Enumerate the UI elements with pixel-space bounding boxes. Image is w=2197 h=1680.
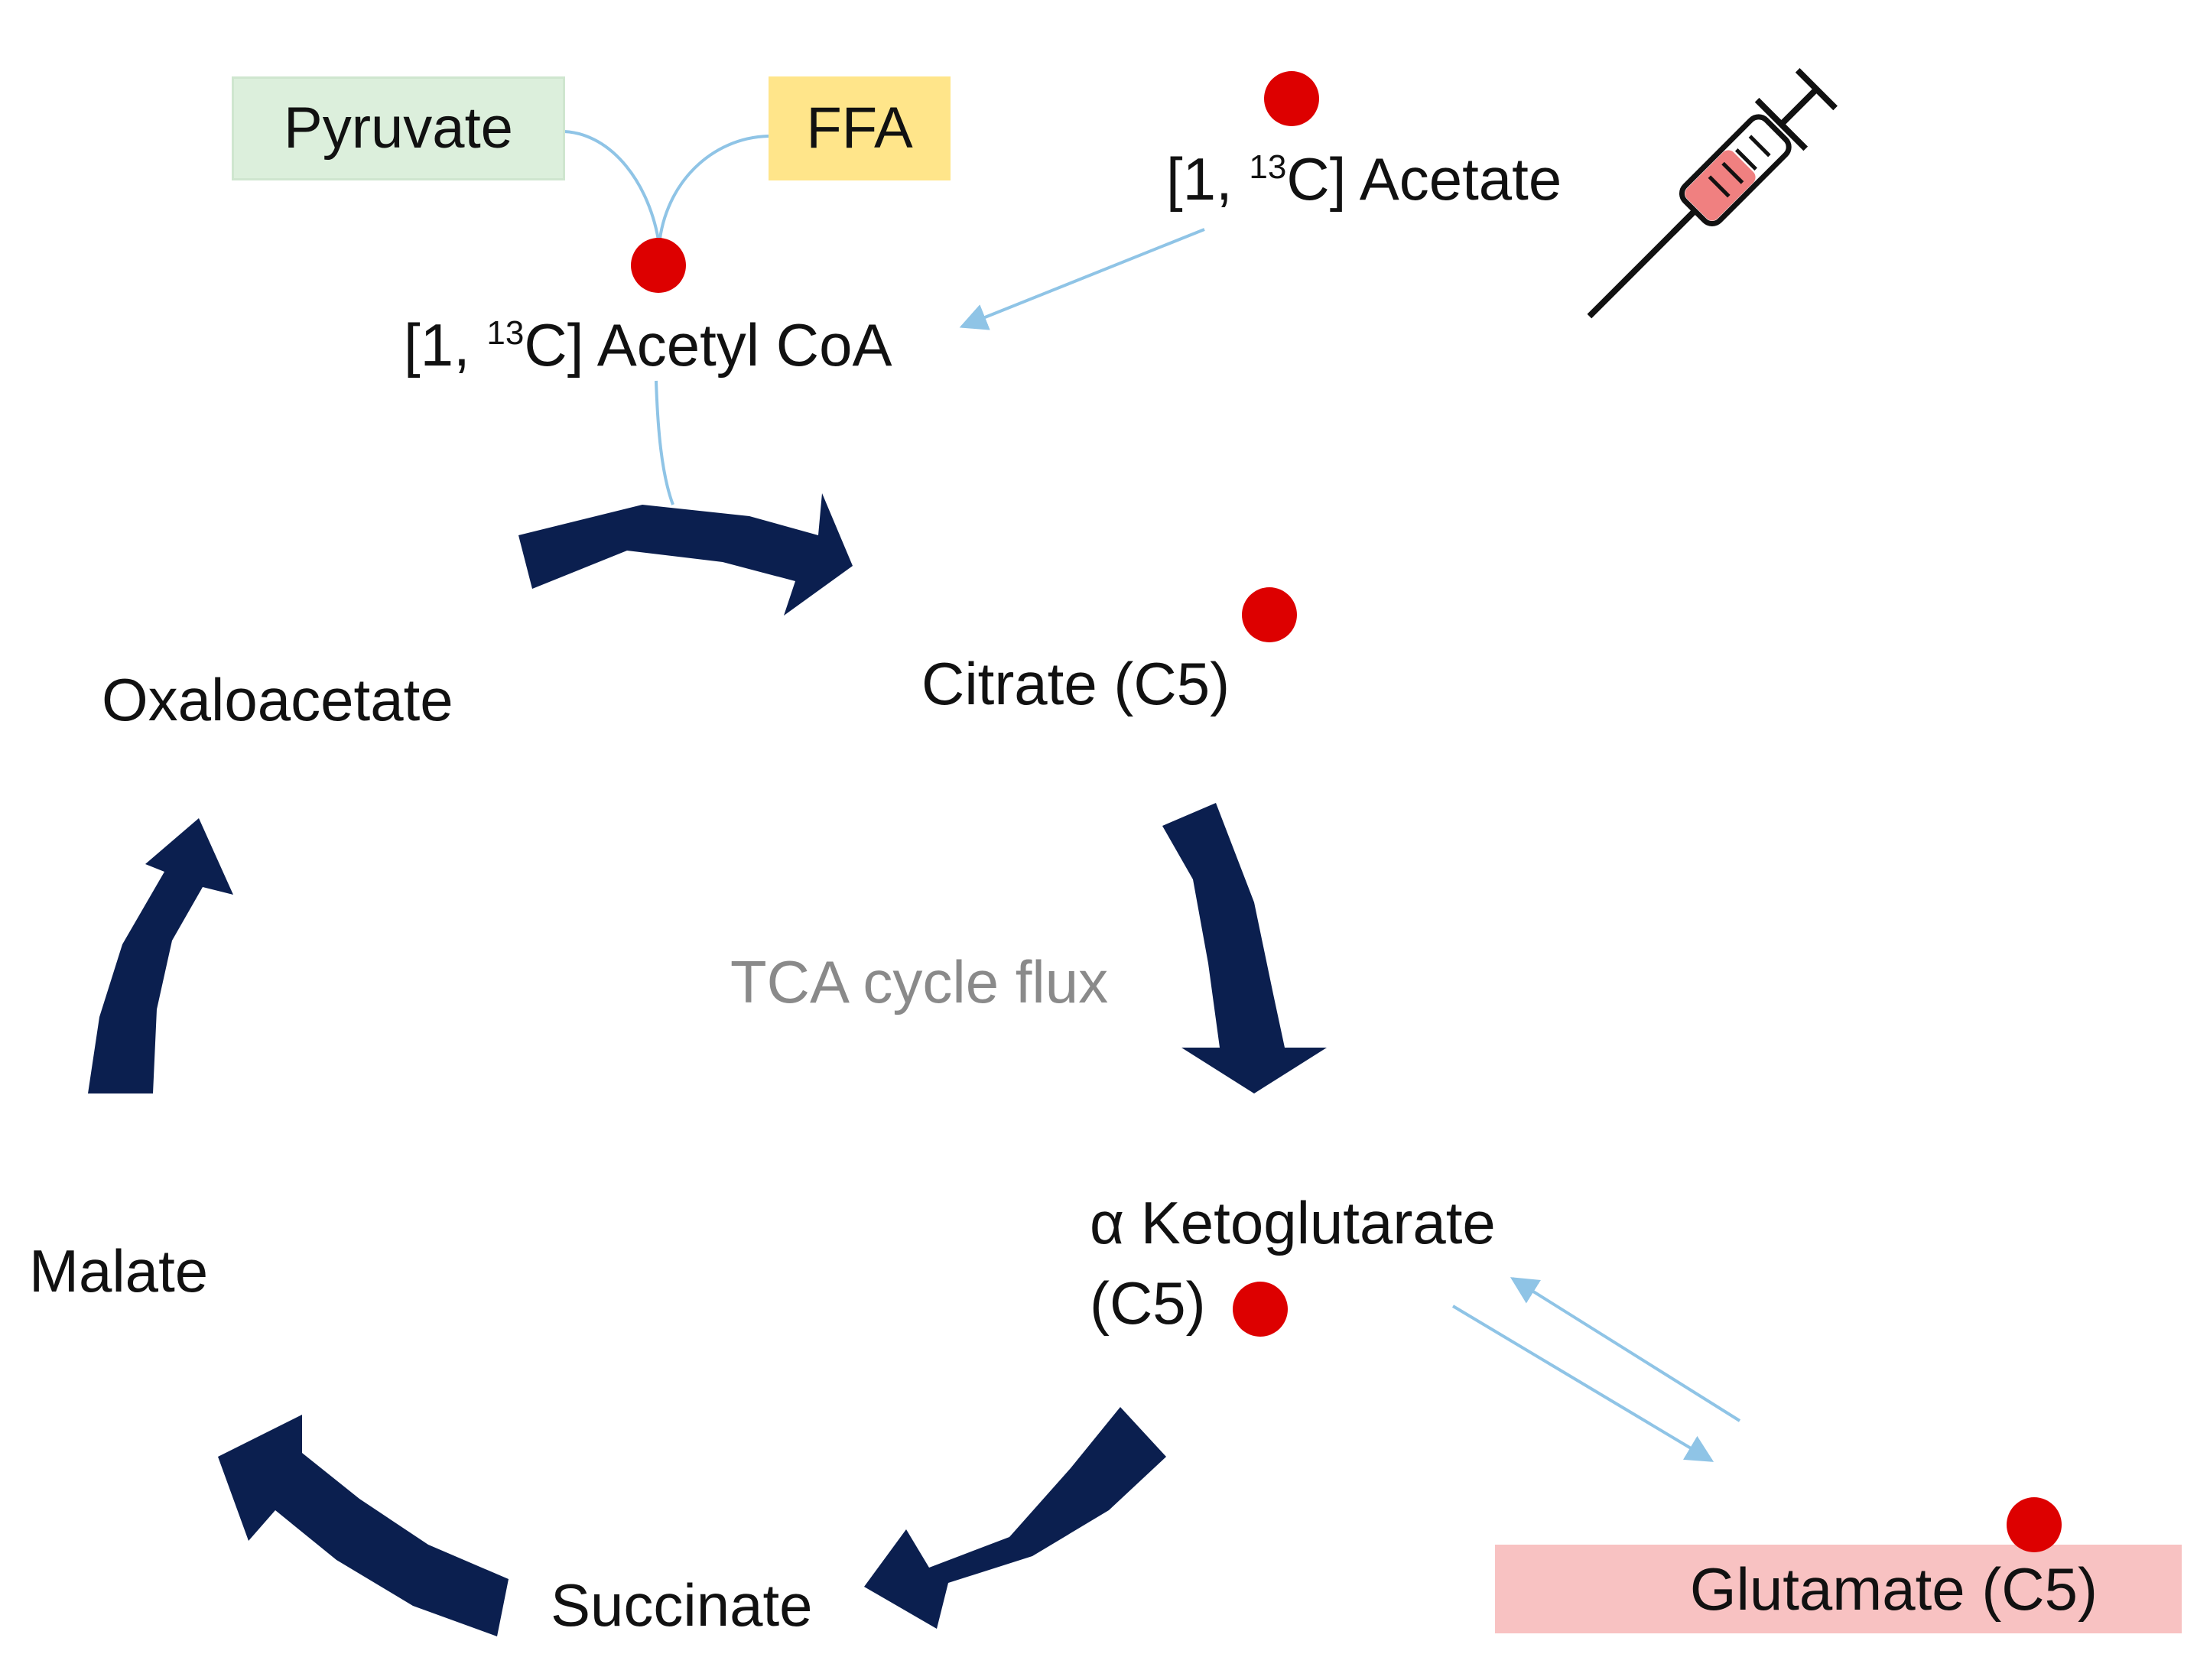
glutamate-box: Glutamate (C5) bbox=[1495, 1545, 2182, 1633]
acetate-label: [1, 13C] Acetate bbox=[1166, 149, 1562, 209]
glutamate-label-dot bbox=[2007, 1497, 2062, 1552]
oxaloacetate-label: Oxaloacetate bbox=[102, 666, 453, 733]
acetyl-coa-prefix: [1, bbox=[404, 311, 487, 379]
acetyl-coa-isotope: 13 bbox=[486, 314, 525, 352]
cycle-arrow-ketoglutarate-to-succinate bbox=[864, 1407, 1166, 1629]
citrate-label-dot bbox=[1242, 587, 1297, 642]
tca-cycle-flux-label: TCA cycle flux bbox=[730, 948, 1109, 1015]
citrate-label: Citrate (C5) bbox=[921, 650, 1230, 717]
ketoglutarate-to-glutamate-arrow bbox=[1451, 1305, 1714, 1462]
pyruvate-to-acetylcoa-connector bbox=[564, 130, 661, 245]
cycle-arrow-succinate-to-malate bbox=[218, 1415, 509, 1636]
acetate-prefix: [1, bbox=[1166, 145, 1250, 213]
malate-label: Malate bbox=[29, 1237, 209, 1305]
pyruvate-box: Pyruvate bbox=[232, 76, 565, 180]
ffa-box: FFA bbox=[769, 76, 951, 180]
acetyl-coa-suffix: C] Acetyl CoA bbox=[524, 311, 892, 379]
acetate-isotope: 13 bbox=[1249, 148, 1287, 186]
cycle-arrow-citrate-to-ketoglutarate bbox=[1162, 803, 1327, 1093]
glutamate-label: Glutamate (C5) bbox=[1689, 1555, 2098, 1623]
ketoglutarate-label-line2: (C5) bbox=[1090, 1269, 1206, 1337]
ffa-to-acetylcoa-connector bbox=[658, 135, 769, 245]
pyruvate-label: Pyruvate bbox=[284, 96, 513, 161]
acetyl-coa-label-dot bbox=[631, 238, 686, 293]
acetate-suffix: C] Acetate bbox=[1286, 145, 1562, 213]
acetylcoa-feed-line bbox=[655, 380, 674, 505]
glutamate-to-ketoglutarate-arrow bbox=[1510, 1277, 1741, 1422]
acetate-label-dot bbox=[1264, 71, 1319, 126]
ffa-label: FFA bbox=[806, 96, 913, 161]
ketoglutarate-label-line1: α Ketoglutarate bbox=[1090, 1189, 1496, 1256]
succinate-label: Succinate bbox=[551, 1571, 813, 1639]
cycle-arrow-oxaloacetate-to-citrate bbox=[518, 493, 853, 616]
acetate-to-acetylcoa-arrow bbox=[959, 228, 1205, 330]
syringe-icon bbox=[1587, 68, 1838, 319]
cycle-arrow-malate-to-oxaloacetate bbox=[88, 818, 233, 1093]
acetyl-coa-label: [1, 13C] Acetyl CoA bbox=[404, 315, 892, 375]
ketoglutarate-label-dot bbox=[1233, 1282, 1288, 1337]
